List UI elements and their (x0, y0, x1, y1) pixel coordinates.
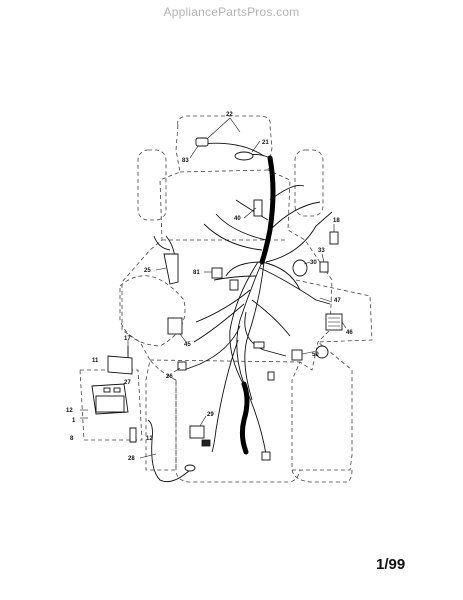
leader-lines (139, 117, 347, 459)
label-25: 25 (144, 268, 151, 274)
label-21: 21 (262, 140, 269, 146)
label-47: 47 (334, 298, 341, 304)
label-8: 8 (70, 436, 74, 442)
label-11: 11 (92, 358, 99, 364)
label-17: 17 (124, 336, 131, 342)
label-12-upper: 12 (66, 408, 73, 414)
label-46: 46 (346, 330, 353, 336)
label-18: 18 (333, 218, 340, 224)
label-26: 26 (166, 374, 173, 380)
label-83: 83 (182, 158, 189, 164)
label-27: 27 (124, 380, 131, 386)
label-12-lower: 12 (146, 436, 153, 442)
label-40: 40 (234, 216, 241, 222)
main-harness-trunk (259, 155, 276, 265)
part-number-labels: 22 21 83 40 18 33 25 81 30 47 46 45 11 1… (66, 112, 353, 462)
label-22: 22 (226, 112, 233, 118)
lower-harness-coil (239, 381, 250, 455)
label-50: 50 (312, 352, 319, 358)
label-81: 81 (193, 270, 200, 276)
harness-parts (80, 137, 343, 472)
label-33: 33 (318, 248, 325, 254)
label-29: 29 (207, 412, 214, 418)
label-1: 1 (72, 418, 76, 424)
harness-wires (127, 142, 333, 483)
watermark: AppliancePartsPros.com (163, 5, 300, 19)
page-code: 1/99 (376, 556, 406, 573)
label-30: 30 (310, 260, 317, 266)
label-45: 45 (184, 342, 191, 348)
label-28: 28 (128, 456, 135, 462)
